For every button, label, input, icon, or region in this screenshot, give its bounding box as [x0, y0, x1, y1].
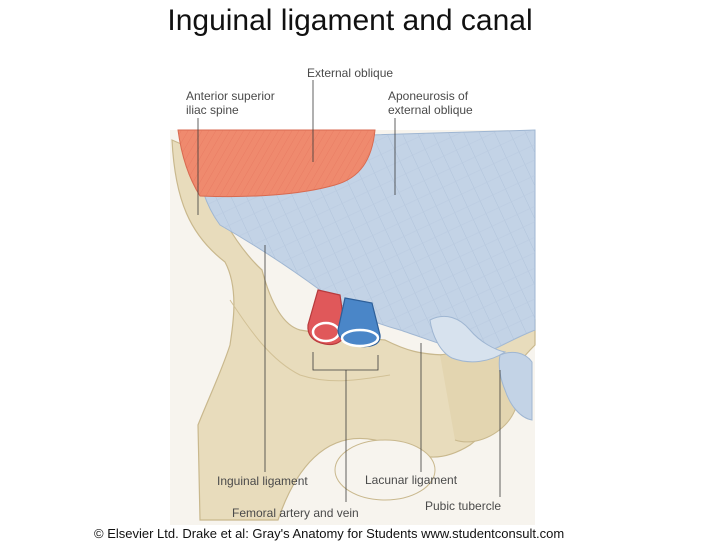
copyright-credit: © Elsevier Ltd. Drake et al: Gray's Anat…	[94, 526, 565, 541]
leader-femoral-vessels	[312, 352, 379, 371]
label-lacunar-ligament: Lacunar ligament	[365, 473, 458, 487]
bone-shading	[229, 299, 391, 382]
label-asis-line1: Anterior superior	[186, 89, 275, 103]
label-femoral-vessels: Femoral artery and vein	[232, 506, 359, 520]
label-inguinal-ligament: Inguinal ligament	[217, 474, 308, 488]
muscle-fibers	[178, 130, 375, 197]
slide-title: Inguinal ligament and canal	[167, 4, 533, 37]
label-pubic-tubercle: Pubic tubercle	[425, 499, 501, 513]
label-aponeurosis-line2: external oblique	[388, 103, 473, 117]
femoral-artery-lumen	[311, 321, 341, 343]
label-asis-line2: iliac spine	[186, 103, 239, 117]
femoral-vein-lumen	[340, 328, 380, 348]
label-aponeurosis-line1: Aponeurosis of	[388, 89, 469, 103]
lacunar-ligament	[429, 315, 507, 363]
label-external-oblique: External oblique	[307, 66, 393, 80]
obturator-region	[334, 439, 436, 501]
